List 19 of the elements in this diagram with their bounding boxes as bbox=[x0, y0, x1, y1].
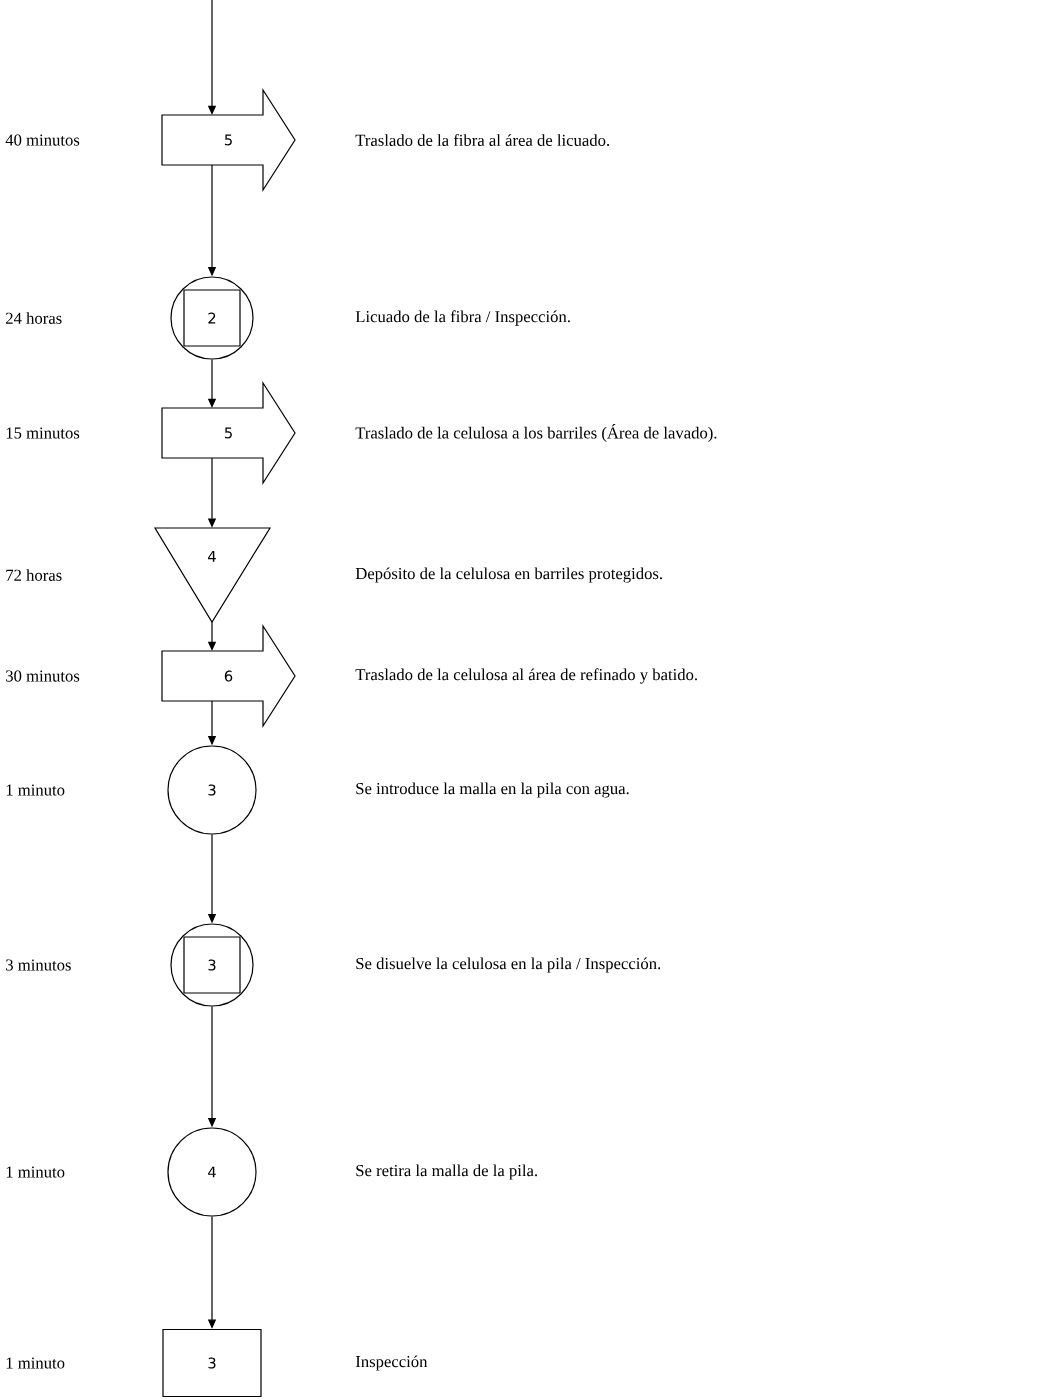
time-label: 24 horas bbox=[6, 312, 62, 324]
time-label: 1 minuto bbox=[6, 1357, 65, 1369]
time-label: 40 minutos bbox=[5, 134, 80, 146]
step-description: Depósito de la celulosa en barriles protegidos. bbox=[355, 567, 662, 583]
step-description: Se disuelve la celulosa en la pila / Inspección. bbox=[356, 957, 661, 973]
step-description: Traslado de la celulosa al área de refinado y batido. bbox=[355, 668, 697, 684]
time-label: 72 horas bbox=[6, 569, 62, 581]
time-label: 1 minuto bbox=[6, 1166, 65, 1178]
step-description: Traslado de la celulosa a los barriles (Área de lavado). bbox=[355, 424, 717, 442]
step-description: Licuado de la fibra / Inspección. bbox=[355, 310, 570, 326]
time-label: 1 minuto bbox=[6, 784, 65, 796]
time-label: 15 minutos bbox=[6, 427, 80, 439]
step-description: Inspección bbox=[355, 1355, 428, 1371]
step-description: Se introduce la malla en la pila con agua. bbox=[356, 782, 629, 798]
time-label: 3 minutos bbox=[6, 959, 71, 971]
inspection-box: 3 bbox=[162, 1328, 262, 1398]
step-description: Se retira la malla de la pila. bbox=[356, 1164, 537, 1180]
step-description: Traslado de la fibra al área de licuado. bbox=[355, 134, 610, 146]
time-label: 30 minutos bbox=[6, 670, 80, 682]
